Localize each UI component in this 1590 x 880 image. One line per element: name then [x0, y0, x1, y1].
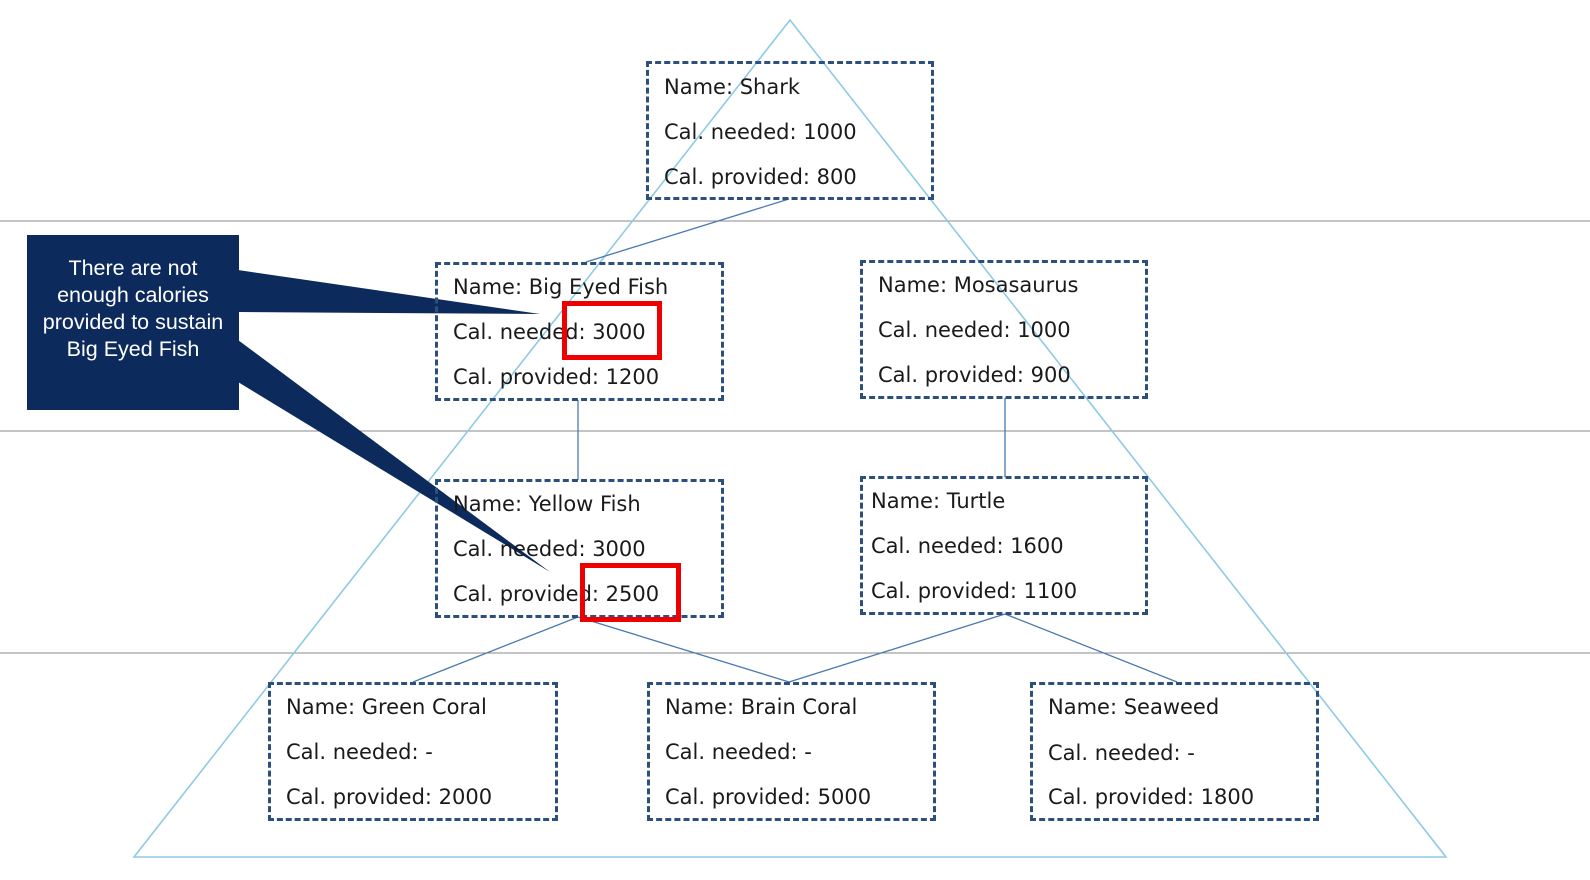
node-big-eyed-fish: Name: Big Eyed Fish Cal. needed: 3000 Ca…	[435, 262, 724, 401]
connector-turtle-braincoral	[788, 613, 1006, 683]
callout-pointer-upper	[238, 270, 540, 314]
node-mosasaurus-needed: Cal. needed: 1000	[878, 318, 1071, 342]
node-shark-needed: Cal. needed: 1000	[664, 120, 857, 144]
node-turtle-provided: Cal. provided: 1100	[871, 579, 1078, 603]
node-turtle-name: Name: Turtle	[871, 489, 1006, 513]
node-green-coral-needed: Cal. needed: -	[286, 740, 433, 764]
node-green-coral-name: Name: Green Coral	[286, 695, 487, 719]
node-brain-coral-needed: Cal. needed: -	[665, 740, 812, 764]
node-turtle-needed: Cal. needed: 1600	[871, 534, 1064, 558]
node-yellow-fish: Name: Yellow Fish Cal. needed: 3000 Cal.…	[435, 479, 724, 618]
callout-text: There are not enough calories provided t…	[42, 256, 224, 361]
node-shark: Name: Shark Cal. needed: 1000 Cal. provi…	[646, 61, 934, 200]
callout-box: There are not enough calories provided t…	[27, 235, 239, 410]
node-yellow-fish-provided: Cal. provided: 2500	[453, 582, 660, 606]
node-turtle: Name: Turtle Cal. needed: 1600 Cal. prov…	[860, 476, 1148, 615]
connector-turtle-seaweed	[1004, 613, 1178, 683]
connector-yellowfish-braincoral	[577, 616, 790, 683]
node-seaweed-needed: Cal. needed: -	[1048, 741, 1195, 765]
node-yellow-fish-name: Name: Yellow Fish	[453, 492, 641, 516]
node-mosasaurus-provided: Cal. provided: 900	[878, 363, 1071, 387]
node-seaweed-provided: Cal. provided: 1800	[1048, 785, 1255, 809]
node-big-eyed-fish-needed: Cal. needed: 3000	[453, 320, 646, 344]
connector-yellowfish-greencoral	[412, 616, 579, 683]
pyramid-triangle	[132, 18, 1448, 858]
node-shark-name: Name: Shark	[664, 75, 801, 99]
node-brain-coral-provided: Cal. provided: 5000	[665, 785, 872, 809]
highlight-yellow-fish-provided	[580, 563, 681, 622]
node-seaweed: Name: Seaweed Cal. needed: - Cal. provid…	[1030, 682, 1319, 821]
node-brain-coral-name: Name: Brain Coral	[665, 695, 858, 719]
node-mosasaurus-name: Name: Mosasaurus	[878, 273, 1079, 297]
node-yellow-fish-needed: Cal. needed: 3000	[453, 537, 646, 561]
node-seaweed-name: Name: Seaweed	[1048, 695, 1220, 719]
node-green-coral: Name: Green Coral Cal. needed: - Cal. pr…	[268, 682, 558, 821]
node-shark-provided: Cal. provided: 800	[664, 165, 857, 189]
connector-shark-bigeyedfish	[585, 198, 790, 263]
node-big-eyed-fish-provided: Cal. provided: 1200	[453, 365, 660, 389]
node-green-coral-provided: Cal. provided: 2000	[286, 785, 493, 809]
node-big-eyed-fish-name: Name: Big Eyed Fish	[453, 275, 669, 299]
callout-pointer-lower	[238, 340, 550, 572]
node-mosasaurus: Name: Mosasaurus Cal. needed: 1000 Cal. …	[860, 260, 1148, 399]
node-brain-coral: Name: Brain Coral Cal. needed: - Cal. pr…	[647, 682, 936, 821]
highlight-big-eyed-fish-needed	[562, 301, 662, 360]
